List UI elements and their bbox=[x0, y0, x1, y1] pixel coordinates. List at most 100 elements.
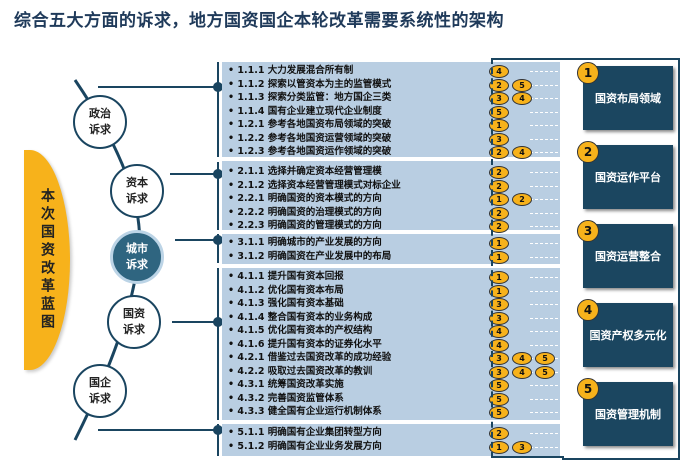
area-ref-badge: 1 bbox=[489, 119, 509, 132]
area-ref-badge: 3 bbox=[489, 92, 509, 105]
list-item: • 2.1.1 选择并确定资本经营管理模 2 bbox=[222, 165, 582, 179]
area-refs: 2 bbox=[489, 427, 509, 440]
item-label: • 1.2.1 参考各地国资布局领域的突破 bbox=[228, 119, 392, 130]
area-number-badge: 4 bbox=[577, 299, 599, 321]
item-label: • 3.1.1 明确城市的产业发展的方向 bbox=[228, 237, 382, 248]
item-label: • 4.1.1 提升国有资本回报 bbox=[228, 271, 344, 282]
panel-top-border bbox=[491, 58, 564, 60]
item-label: • 4.2.2 吸取过去国资改革的教训 bbox=[228, 365, 373, 377]
area-refs: 2 bbox=[489, 179, 509, 193]
item-label: • 4.1.2 优化国有资本布局 bbox=[228, 284, 344, 296]
demand-label: 政治诉求 bbox=[89, 107, 111, 136]
item-label: • 1.1.2 探索以管资本为主的监管模式 bbox=[228, 78, 392, 90]
area-ref-badge: 5 bbox=[535, 365, 555, 379]
list-item: • 4.1.6 提升国有资本的证券化水平 4 bbox=[222, 338, 582, 352]
page-title: 综合五大方面的诉求，地方国资国企本轮改革需要系统性的架构 bbox=[14, 11, 504, 31]
item-label: • 2.2.3 明确国资的管理模式的方向 bbox=[228, 220, 382, 231]
area-number-badge: 2 bbox=[577, 141, 599, 163]
area-ref-badge: 2 bbox=[489, 427, 509, 440]
list-item: • 1.2.1 参考各地国资布局领域的突破 1 bbox=[222, 118, 582, 132]
demand-political: 政治诉求 bbox=[73, 95, 127, 149]
area-refs: 5 bbox=[489, 392, 509, 406]
item-label: • 1.2.3 参考各地国资运作领域的突破 bbox=[228, 146, 392, 157]
panel-bottom-border bbox=[491, 456, 564, 458]
area-ref-badge: 4 bbox=[512, 92, 532, 105]
demand-label: 城市诉求 bbox=[126, 242, 148, 271]
area-ref-badge: 2 bbox=[489, 78, 509, 92]
item-label: • 4.1.5 优化国有资本的产权结构 bbox=[228, 325, 373, 336]
area-ref-badge: 1 bbox=[489, 237, 509, 250]
item-label: • 2.2.2 明确国资的治理模式的方向 bbox=[228, 206, 382, 218]
demand-state-assets: 国资诉求 bbox=[107, 295, 161, 349]
area-ref-badge: 5 bbox=[489, 105, 509, 119]
area-ref-badge: 5 bbox=[489, 379, 509, 392]
demand-label: 国企诉求 bbox=[89, 376, 111, 405]
area-ref-badge: 4 bbox=[512, 352, 532, 365]
divider-dashed bbox=[491, 58, 493, 458]
area-ref-badge: 3 bbox=[489, 352, 509, 365]
list-item: • 2.2.3 明确国资的管理模式的方向 2 bbox=[222, 219, 582, 233]
area-ref-badge: 1 bbox=[489, 271, 509, 284]
area-ref-badge: 3 bbox=[489, 365, 509, 379]
item-label: • 2.1.1 选择并确定资本经营管理模 bbox=[228, 166, 382, 177]
area-ref-badge: 2 bbox=[489, 179, 509, 193]
area-refs: 1 bbox=[489, 284, 509, 298]
item-label: • 1.1.3 探索分类监管：地方国企三类 bbox=[228, 92, 392, 103]
demand-label: 国资诉求 bbox=[123, 307, 145, 336]
area-ref-badge: 2 bbox=[512, 193, 532, 206]
area-ref-badge: 4 bbox=[489, 338, 509, 352]
area-refs: 3 bbox=[489, 311, 509, 325]
area-refs: 4 bbox=[489, 65, 509, 78]
item-label: • 4.1.6 提升国有资本的证券化水平 bbox=[228, 338, 382, 350]
area-number-badge: 3 bbox=[577, 220, 599, 242]
item-label: • 4.3.3 健全国有企业运行机制体系 bbox=[228, 406, 382, 417]
list-item: • 4.1.1 提升国有资本回报 1 bbox=[222, 270, 582, 284]
area-ref-badge: 2 bbox=[489, 166, 509, 179]
item-label: • 5.1.1 明确国有企业集团转型方向 bbox=[228, 427, 382, 438]
list-item: • 4.1.5 优化国有资本的产权结构 4 bbox=[222, 324, 582, 338]
list-item: • 3.1.1 明确城市的产业发展的方向 1 bbox=[222, 236, 582, 250]
area-ref-badge: 4 bbox=[512, 146, 532, 159]
area-refs: 5 bbox=[489, 105, 509, 119]
area-ref-badge: 1 bbox=[489, 284, 509, 298]
demand-capital: 资本诉求 bbox=[110, 164, 164, 218]
item-label: • 2.2.1 明确国资的资本模式的方向 bbox=[228, 193, 382, 204]
item-label: • 5.1.2 明确国有企业业务发展方向 bbox=[228, 440, 382, 452]
area-box: 国资运作平台 bbox=[583, 145, 673, 209]
item-label: • 3.1.2 明确国资在产业发展中的布局 bbox=[228, 250, 392, 262]
area-refs: 3 bbox=[489, 298, 509, 311]
area-number-badge: 1 bbox=[577, 62, 599, 84]
area-refs: 4 bbox=[489, 325, 509, 338]
area-ref-badge: 2 bbox=[489, 220, 509, 233]
area-ref-badge: 3 bbox=[489, 311, 509, 325]
item-label: • 4.3.1 统筹国资改革实施 bbox=[228, 379, 344, 390]
area-ref-badge: 5 bbox=[535, 352, 555, 365]
area-refs: 1 bbox=[489, 271, 509, 284]
area-number-badge: 5 bbox=[577, 378, 599, 400]
area-refs: 5 bbox=[489, 379, 509, 392]
blueprint-text: 本次国资改革蓝图 bbox=[39, 188, 55, 332]
